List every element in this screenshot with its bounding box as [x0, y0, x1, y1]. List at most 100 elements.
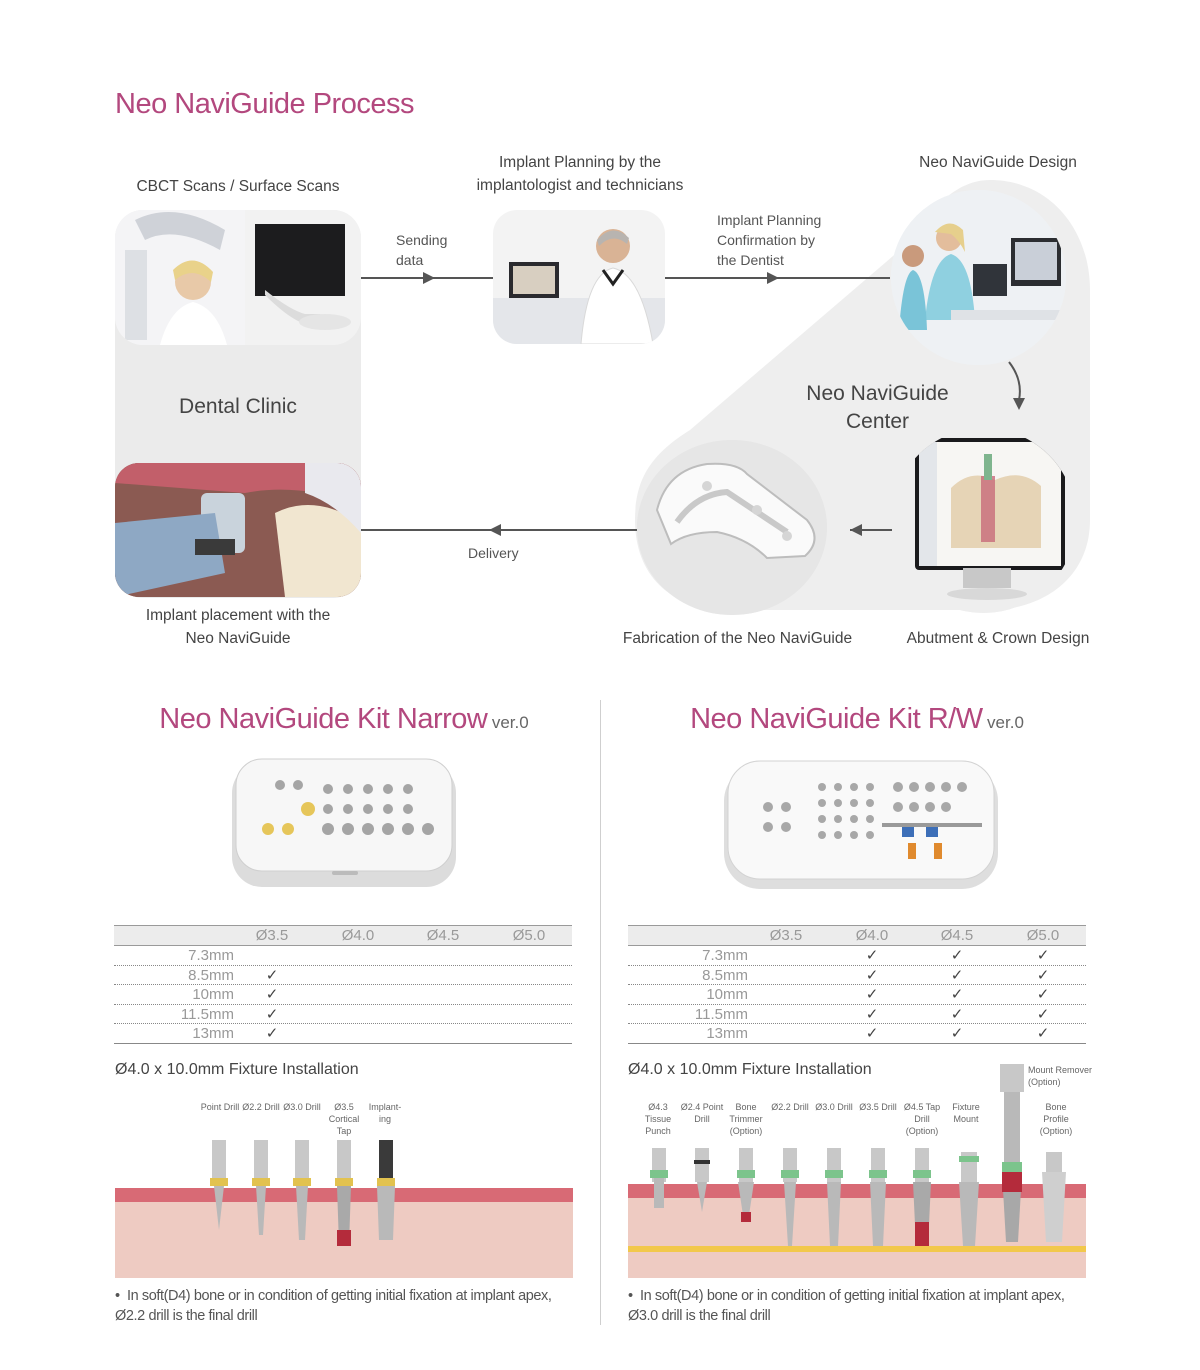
- table-header: Ø3.5 Ø4.0 Ø4.5 Ø5.0: [114, 925, 572, 946]
- check: ✓: [1036, 1025, 1050, 1043]
- step-design-label: Neo NaviGuide Design: [919, 154, 1077, 171]
- drill-sequence-narrow: [115, 1140, 573, 1278]
- mount-remover-label: Mount Remover (Option): [1028, 1065, 1093, 1087]
- row-length: 10mm: [706, 986, 748, 1004]
- tool-label: Implant-ing: [368, 1102, 402, 1124]
- arrow-design-to-abutment: [1008, 361, 1025, 410]
- col-4-5: Ø4.5: [940, 927, 974, 944]
- check: ✓: [265, 1005, 279, 1023]
- check: ✓: [1036, 1005, 1050, 1023]
- drill-sequence-rw: [628, 1064, 1086, 1278]
- table-row: 10mm✓✓✓: [628, 985, 1086, 1005]
- arrow-confirmation: [665, 272, 890, 284]
- check: ✓: [950, 947, 964, 964]
- arrow-delivery-label: Delivery: [468, 545, 519, 561]
- arrow-confirmation-label: Implant Planning Confirmation by the Den…: [717, 212, 822, 268]
- arrow-sending: [361, 272, 495, 284]
- row-length: 8.5mm: [702, 966, 748, 984]
- tool-label: Ø2.2 Drill: [242, 1102, 280, 1112]
- step-fabrication-label: Fabrication of the Neo NaviGuide: [622, 630, 853, 647]
- kit-narrow-drills: [115, 1140, 573, 1278]
- col-4-0: Ø4.0: [341, 927, 375, 944]
- check: ✓: [265, 966, 279, 984]
- tool-label: Ø3.5 Cortical Tap: [328, 1102, 360, 1136]
- col-3-5: Ø3.5: [769, 927, 803, 944]
- table-row: 7.3mm: [114, 946, 572, 966]
- row-length: 11.5mm: [180, 1005, 234, 1023]
- check: ✓: [865, 986, 879, 1004]
- kit-narrow-image: [228, 755, 460, 895]
- check: ✓: [950, 966, 964, 984]
- kit-narrow-fixture-title: Ø4.0 x 10.0mm Fixture Installation: [115, 1061, 359, 1078]
- check: ✓: [265, 986, 279, 1004]
- table-row: 11.5mm ✓ ✓ ✓: [628, 1005, 1086, 1025]
- tool-label: Ø3.5 Drill: [859, 1102, 897, 1112]
- col-5-0: Ø5.0: [512, 927, 546, 944]
- table-row: 8.5mm ✓: [114, 966, 572, 986]
- check: ✓: [950, 1005, 964, 1023]
- abutment-photo: [891, 428, 1076, 613]
- table-header: Ø3.5 Ø4.0 Ø4.5 Ø5.0: [628, 925, 1086, 946]
- row-length: 13mm: [192, 1025, 234, 1043]
- kit-rw-note: • In soft(D4) bone or in condition of ge…: [628, 1286, 1093, 1326]
- process-title: Neo NaviGuide Process: [115, 88, 414, 120]
- planning-illustration: [493, 229, 665, 344]
- kit-narrow-case: [232, 758, 456, 887]
- tool-label: Ø2.2 Drill: [771, 1102, 809, 1112]
- bullet-icon: •: [628, 1288, 640, 1304]
- col-5-0: Ø5.0: [1026, 927, 1060, 944]
- kit-rw-case: [724, 760, 998, 889]
- clinic-label: Dental Clinic: [179, 395, 297, 418]
- row-length: 10mm: [192, 986, 234, 1004]
- planning-photo: [493, 210, 665, 344]
- abutment-illustration: [891, 428, 1076, 613]
- table-row: 8.5mm✓✓✓: [628, 966, 1086, 986]
- check: ✓: [1036, 947, 1050, 964]
- tool-label: Fixture Mount: [952, 1102, 980, 1124]
- check: ✓: [865, 966, 879, 984]
- arrow-sending-label: Sending data: [396, 232, 448, 268]
- scans-photo: [115, 210, 361, 345]
- row-length: 7.3mm: [702, 947, 748, 964]
- kit-narrow-title-wrap: Neo NaviGuide Kit Narrow ver.0: [115, 703, 573, 736]
- kit-rw-drills: [628, 1062, 1086, 1278]
- tool-label: Ø4.5 Tap Drill (Option): [903, 1102, 941, 1136]
- design-illustration: [891, 190, 1066, 365]
- kit-rw-table: Ø3.5 Ø4.0 Ø4.5 Ø5.0 7.3mm✓✓✓ 8.5mm✓✓✓ 10…: [628, 925, 1086, 1044]
- kit-rw-version: ver.0: [987, 713, 1024, 732]
- arrow-delivery: [361, 524, 637, 536]
- kit-rw-note-text: In soft(D4) bone or in condition of gett…: [628, 1288, 1065, 1324]
- check: ✓: [865, 1025, 879, 1043]
- row-length: 11.5mm: [694, 1005, 748, 1023]
- table-row: 13mm✓✓✓: [628, 1024, 1086, 1044]
- kit-narrow-title: Neo NaviGuide Kit Narrow: [159, 703, 488, 735]
- placement-photo: [115, 463, 361, 597]
- tool-label: Ø4.3 Tissue Punch: [644, 1102, 672, 1136]
- step-planning-label: Implant Planning by the implantologist a…: [476, 154, 684, 194]
- col-4-0: Ø4.0: [855, 927, 889, 944]
- row-length: 8.5mm: [188, 966, 234, 984]
- table-row: 13mm ✓: [114, 1024, 572, 1044]
- guide-illustration: [637, 440, 827, 615]
- step-placement-label: Implant placement with the Neo NaviGuide: [145, 607, 331, 647]
- step-scans-label: CBCT Scans / Surface Scans: [136, 178, 340, 195]
- placement-illustration: [115, 463, 361, 597]
- check: ✓: [865, 1005, 879, 1023]
- tool-label: Ø2.4 Point Drill: [680, 1102, 724, 1124]
- check: ✓: [865, 947, 879, 964]
- tool-label: Bone Profile (Option): [1039, 1102, 1073, 1136]
- table-row: 7.3mm ✓ ✓ ✓: [628, 946, 1086, 966]
- table-row: 10mm ✓: [114, 985, 572, 1005]
- check: ✓: [950, 986, 964, 1004]
- kit-rw-title: Neo NaviGuide Kit R/W: [690, 703, 983, 735]
- bullet-icon: •: [115, 1288, 127, 1304]
- col-4-5: Ø4.5: [426, 927, 460, 944]
- check: ✓: [265, 1025, 279, 1043]
- check: ✓: [950, 1025, 964, 1043]
- step-abutment-label: Abutment & Crown Design: [906, 630, 1090, 647]
- tool-label: Bone Trimmer (Option): [729, 1102, 763, 1136]
- tool-label: Ø3.0 Drill: [815, 1102, 853, 1112]
- design-photo: [891, 190, 1066, 365]
- table-row: 11.5mm ✓: [114, 1005, 572, 1025]
- row-length: 7.3mm: [188, 947, 234, 964]
